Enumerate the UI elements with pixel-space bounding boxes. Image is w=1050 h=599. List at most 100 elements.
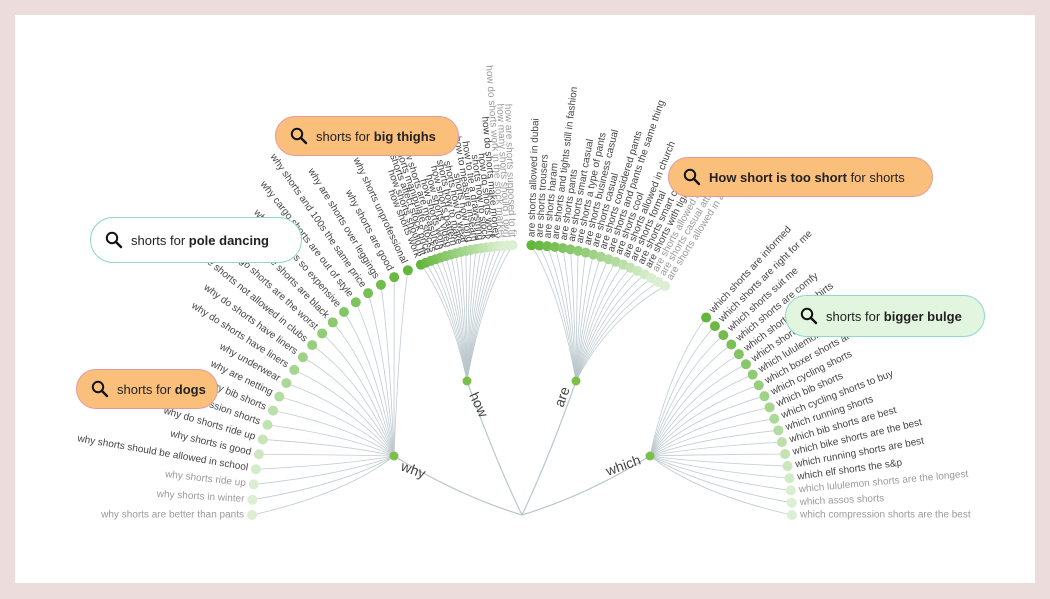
leaf-node[interactable] — [363, 288, 374, 299]
leaf-node[interactable] — [307, 340, 318, 351]
leaf-node[interactable] — [759, 391, 770, 402]
leaf-node[interactable] — [549, 242, 560, 253]
leaf-node[interactable] — [248, 479, 259, 490]
branch-label-how: how — [466, 390, 492, 421]
leaf-node[interactable] — [375, 279, 386, 290]
leaf-node[interactable] — [327, 317, 338, 328]
leaf-node[interactable] — [784, 473, 795, 484]
leaf-node[interactable] — [753, 380, 764, 391]
leaf-node[interactable] — [389, 272, 400, 283]
leaf-node[interactable] — [526, 240, 537, 251]
branch-label-which: which — [603, 452, 643, 480]
leaf-link — [649, 453, 786, 457]
leaf-link — [575, 274, 645, 382]
search-icon — [91, 380, 109, 398]
leaf-node[interactable] — [402, 265, 413, 276]
leaf-label[interactable]: why shorts should be allowed in school — [76, 433, 249, 473]
leaf-link — [538, 245, 577, 382]
leaf-label[interactable]: are shorts allowed in dubai — [526, 118, 541, 237]
leaf-node[interactable] — [769, 413, 780, 424]
leaf-label[interactable]: which assos shorts — [798, 493, 884, 508]
leaf-node[interactable] — [507, 240, 518, 251]
branch-node-why[interactable] — [389, 451, 399, 461]
leaf-link — [321, 333, 395, 457]
leaf-node[interactable] — [588, 249, 599, 260]
leaf-node[interactable] — [718, 330, 729, 341]
leaf-node[interactable] — [573, 245, 584, 256]
leaf-node[interactable] — [565, 244, 576, 255]
branch-node-are[interactable] — [571, 376, 581, 386]
leaf-node[interactable] — [726, 339, 737, 350]
leaf-node[interactable] — [580, 247, 591, 258]
leaf-link — [575, 256, 602, 382]
leaf-label[interactable]: why shorts in winter — [155, 489, 245, 505]
leaf-node[interactable] — [281, 378, 292, 389]
leaf-link — [367, 293, 395, 457]
leaf-node[interactable] — [740, 359, 751, 370]
leaf-link — [562, 248, 577, 382]
leaf-link — [649, 455, 792, 504]
leaf-link — [575, 250, 579, 382]
leaf-link — [554, 246, 577, 382]
leaf-node[interactable] — [780, 449, 791, 460]
leaf-node[interactable] — [534, 240, 545, 251]
leaf-link — [455, 253, 468, 382]
search-icon — [800, 307, 818, 325]
leaf-node[interactable] — [257, 434, 268, 445]
leaf-link — [649, 406, 770, 457]
leaf-label[interactable]: why shorts are better than pants — [100, 510, 244, 521]
branch-label-are: are — [551, 384, 573, 409]
leaf-node[interactable] — [274, 391, 285, 402]
suggestion-pill-big-thighs[interactable]: shorts for big thighs — [275, 116, 459, 156]
suggestion-pill-dogs[interactable]: shorts for dogs — [76, 369, 218, 409]
leaf-node[interactable] — [250, 464, 261, 475]
leaf-node[interactable] — [247, 494, 258, 505]
leaf-node[interactable] — [660, 281, 671, 292]
leaf-node[interactable] — [350, 297, 361, 308]
branch-node-how[interactable] — [462, 376, 472, 386]
leaf-node[interactable] — [776, 437, 787, 448]
leaf-node[interactable] — [557, 243, 568, 254]
question-wheel: why shorts are better than pants why shor… — [76, 65, 971, 521]
leaf-link — [649, 395, 765, 457]
leaf-node[interactable] — [773, 425, 784, 436]
leaf-link — [649, 384, 759, 457]
suggestion-pill-pole-dancing[interactable]: shorts for pole dancing — [90, 217, 302, 263]
leaf-link — [575, 259, 609, 382]
branch-node-which[interactable] — [645, 451, 655, 461]
leaf-node[interactable] — [253, 449, 264, 460]
leaf-link — [575, 261, 617, 382]
leaf-node[interactable] — [542, 241, 553, 252]
leaf-node[interactable] — [785, 485, 796, 496]
leaf-node[interactable] — [317, 328, 328, 339]
search-icon — [683, 168, 701, 186]
leaf-link — [649, 455, 788, 467]
leaf-node[interactable] — [262, 419, 273, 430]
leaf-node[interactable] — [701, 312, 712, 323]
leaf-node[interactable] — [247, 510, 257, 520]
leaf-label[interactable]: why shorts ride up — [164, 469, 247, 489]
leaf-link — [420, 264, 468, 382]
leaf-node[interactable] — [338, 307, 349, 318]
suggestion-pill-how-short[interactable]: How short is too short for shorts — [668, 157, 933, 197]
leaf-link — [286, 382, 395, 457]
visualization-panel: why shorts are better than pants why shor… — [15, 15, 1035, 583]
leaf-node[interactable] — [289, 364, 300, 375]
leaf-link — [440, 257, 468, 382]
leaf-label[interactable]: are shorts trousers — [534, 154, 550, 238]
leaf-node[interactable] — [733, 349, 744, 360]
leaf-node[interactable] — [747, 369, 758, 380]
leaf-node[interactable] — [297, 352, 308, 363]
leaf-node[interactable] — [268, 405, 279, 416]
leaf-label[interactable]: which compression shorts are the best — [799, 510, 971, 521]
leaf-node[interactable] — [786, 497, 797, 508]
leaf-node[interactable] — [782, 461, 793, 472]
leaf-node[interactable] — [787, 510, 797, 520]
search-icon — [290, 127, 308, 145]
leaf-label[interactable]: how are shorts supposed to fit — [502, 104, 518, 238]
leaf-link — [649, 455, 793, 516]
suggestion-pill-bigger-bulge[interactable]: shorts for bigger bulge — [785, 295, 985, 337]
leaf-node[interactable] — [709, 321, 720, 332]
leaf-node[interactable] — [764, 402, 775, 413]
branch-label-why: why — [398, 457, 428, 481]
